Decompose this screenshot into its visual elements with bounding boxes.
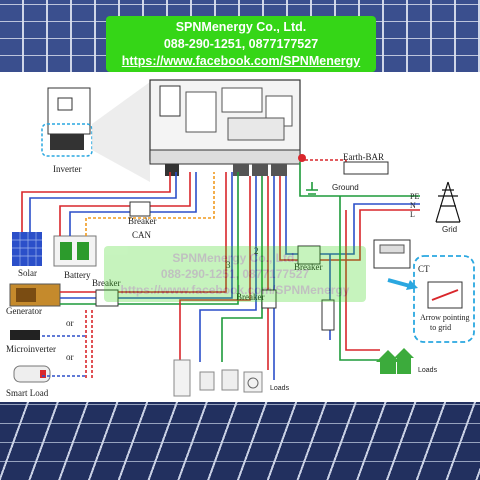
num-2-label: 2 <box>254 246 259 256</box>
can-label: CAN <box>132 230 152 240</box>
breaker-top <box>129 201 151 217</box>
or-label-1: or <box>66 318 74 328</box>
smart-load-icon <box>13 365 51 383</box>
ct-clamp-icon <box>427 281 463 309</box>
breaker-right <box>297 245 321 265</box>
phone-numbers: 088-290-1251, 0877177527 <box>163 37 319 51</box>
generator-label: Generator <box>6 306 42 316</box>
company-name: SPNMenergy Co., Ltd. <box>175 20 307 34</box>
breaker-top-label: Breaker <box>128 216 156 226</box>
ground-symbol <box>306 182 318 195</box>
solar-label: Solar <box>18 268 37 278</box>
generator-icon <box>9 283 61 307</box>
watermark: SPNMenergy Co., Ltd. 088-290-1251, 08771… <box>104 246 366 302</box>
watermark-line-2: 088-290-1251, 0877177527 <box>161 267 309 281</box>
breaker-generator-label: Breaker <box>92 278 120 288</box>
houses-icon <box>376 348 414 374</box>
breaker-right-label: Breaker <box>294 262 322 272</box>
arrow-note-2: to grid <box>430 323 451 332</box>
appliances-icon <box>173 359 263 397</box>
contact-banner: SPNMenergy Co., Ltd. 088-290-1251, 08771… <box>106 16 376 72</box>
pe-label: PE <box>410 192 419 201</box>
solar-panel-background-bottom <box>0 400 480 480</box>
breaker-mid-label: Breaker <box>236 292 264 302</box>
battery-label: Battery <box>64 270 91 280</box>
or-label-2: or <box>66 352 74 362</box>
ct-arrow <box>387 278 411 288</box>
zoom-callout <box>92 82 150 182</box>
n-label: N <box>410 201 416 210</box>
grid-label: Grid <box>442 225 457 234</box>
inverter-icon <box>41 87 93 157</box>
inverter-label: Inverter <box>53 164 81 174</box>
ct-highlight-box <box>413 255 475 343</box>
watermark-line-3: https://www.facebook.com/SPNMenergy <box>121 283 350 297</box>
facebook-link[interactable]: https://www.facebook.com/SPNMenergy <box>121 54 361 68</box>
loads-right-label: Loads <box>418 367 438 374</box>
arrow-note-1: Arrow pointing <box>420 313 470 322</box>
watermark-line-1: SPNMenergy Co., Ltd. <box>172 251 297 265</box>
microinverter-label: Microinverter <box>6 344 56 354</box>
earth-bar <box>343 161 389 175</box>
solar-panel-icon <box>12 232 42 266</box>
earth-bar-label: Earth-BAR <box>343 152 384 162</box>
ct-label: CT <box>418 264 430 274</box>
battery-icon <box>53 235 97 267</box>
generator-wiring <box>42 172 239 380</box>
loads-bottom-label: Loads <box>270 385 290 392</box>
dc-wiring <box>21 172 215 236</box>
grid-wiring <box>279 159 420 361</box>
inverter-enlarged <box>149 79 306 176</box>
microinverter-icon <box>10 330 40 340</box>
breaker-mid <box>261 289 277 309</box>
smart-load-label: Smart Load <box>6 388 49 398</box>
l-label: L <box>410 210 415 219</box>
breaker-load-right <box>321 299 335 331</box>
ground-label: Ground <box>332 183 359 192</box>
energy-meter <box>373 239 411 269</box>
grid-tower-icon <box>435 181 461 223</box>
num-3-label: 3 <box>226 260 231 270</box>
breaker-generator <box>95 289 119 307</box>
